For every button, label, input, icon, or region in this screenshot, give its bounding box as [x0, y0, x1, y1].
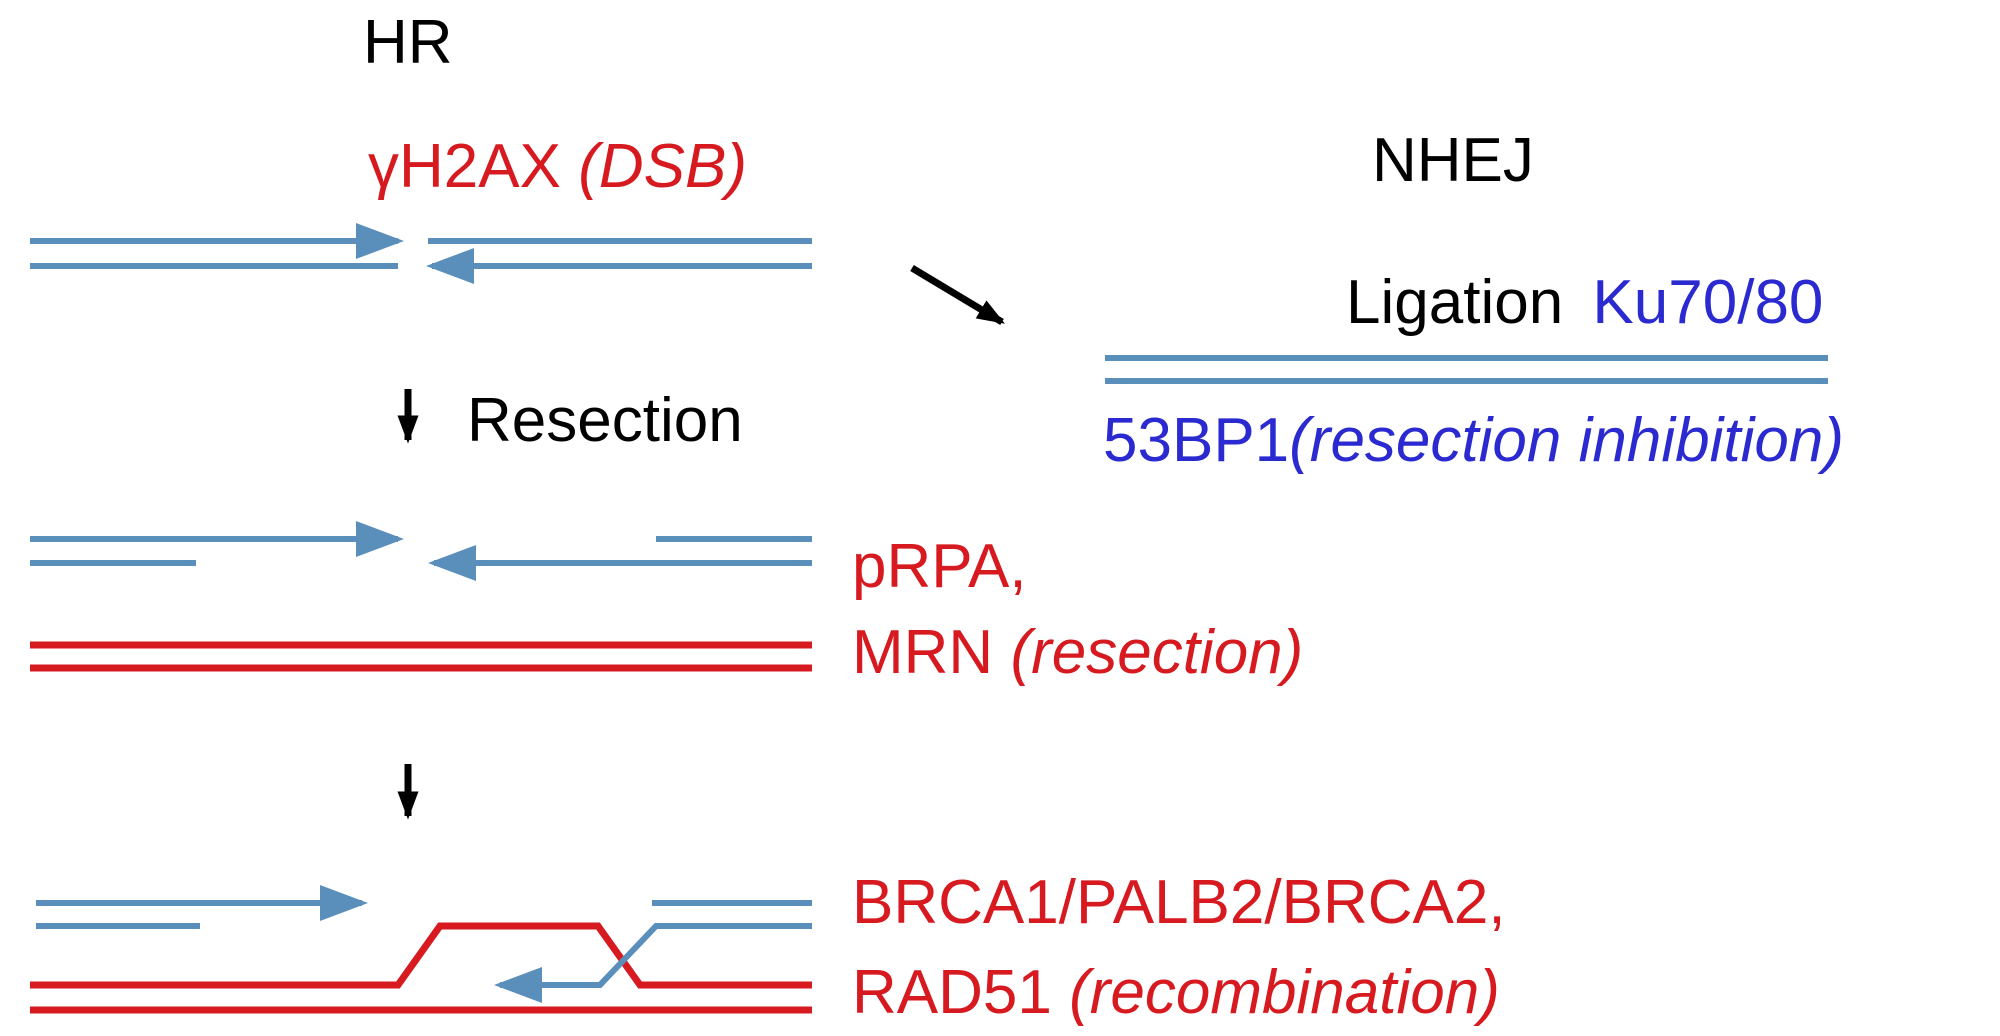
resection-inhibition-label: 53BP1(resection inhibition) — [1103, 410, 1844, 472]
recombination-note: (recombination) — [1069, 958, 1500, 1027]
dsb-label: γH2AX (DSB) — [368, 136, 747, 198]
dsb-note: (DSB) — [578, 132, 747, 201]
nhej-arrow — [910, 264, 1006, 326]
resection-step-label: Resection — [467, 386, 743, 455]
brca-proteins: BRCA1/PALB2/BRCA2, — [852, 868, 1506, 937]
mrn-label: MRN (resection) — [852, 622, 1303, 684]
homolog-duplex — [30, 641, 812, 672]
dsb-protein: γH2AX — [368, 132, 561, 201]
rad51-label: RAD51 (recombination) — [852, 962, 1500, 1024]
mrn-protein: MRN — [852, 618, 994, 687]
dsb-broken-duplex — [30, 223, 812, 284]
ligation-text: Ligation — [1346, 268, 1564, 337]
nhej-title: NHEJ — [1372, 126, 1534, 195]
hr-title: HR — [363, 8, 453, 77]
ku70-80-protein: Ku70/80 — [1592, 268, 1824, 337]
recombination-intermediate — [30, 885, 812, 1014]
53bp1-protein: 53BP1 — [1103, 406, 1290, 475]
prpa-protein: pRPA, — [852, 532, 1027, 601]
resected-duplex — [30, 521, 812, 581]
ligated-duplex — [1105, 355, 1828, 384]
displaced-homolog-strand — [30, 922, 812, 989]
invading-right-strand — [494, 923, 812, 1003]
resection-note: (resection) — [1010, 618, 1304, 687]
resection-inhibition-note: (resection inhibition) — [1289, 406, 1844, 475]
rad51-protein: RAD51 — [852, 958, 1052, 1027]
ligation-label: Ligation Ku70/80 — [1346, 272, 1823, 334]
